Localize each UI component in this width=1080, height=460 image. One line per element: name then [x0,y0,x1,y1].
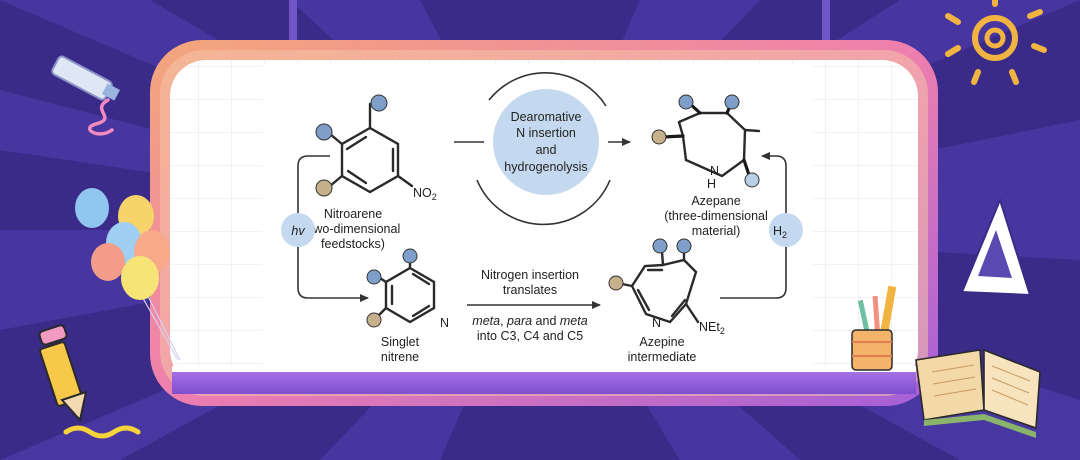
glue-tube-icon [51,55,120,136]
nitrene-substituent-top [402,248,418,264]
svg-text:Nitroarene: Nitroarene [324,207,382,221]
azepane-n-label: N [710,164,719,178]
nitroarene-substituent-left [315,123,333,141]
sun-doodle-icon [945,0,1047,85]
singlet-nitrene-caption: Singlet nitrene [381,335,420,364]
azepine-n-label: N [652,316,661,330]
nitrene-substituent-bottom [366,312,382,328]
azepane-h-label: H [707,177,716,191]
set-square-icon [960,197,1032,297]
nitro-group-label: NO2 [413,186,437,202]
nitrene-substituent-left [366,269,382,285]
nitrene-n-label: N [440,316,449,330]
svg-text:into C3, C4 and C5: into C3, C4 and C5 [477,329,583,343]
pencil-cup-icon [851,285,897,371]
azepine-caption: Azepine intermediate [628,335,697,364]
svg-text:Azepane: Azepane [691,194,740,208]
svg-text:intermediate: intermediate [628,350,697,364]
svg-text:feedstocks): feedstocks) [321,237,385,251]
svg-text:(three-dimensional: (three-dimensional [664,209,768,223]
svg-text:and: and [536,143,557,157]
nitroarene-caption: Nitroarene (two-dimensional feedstocks) [306,207,400,251]
singlet-nitrene-molecule: N [366,248,449,330]
svg-text:(two-dimensional: (two-dimensional [306,222,400,236]
svg-text:hydrogenolysis: hydrogenolysis [504,160,587,174]
svg-text:Azepine: Azepine [639,335,684,349]
light-badge [281,213,315,247]
svg-text:Singlet: Singlet [381,335,420,349]
azepine-amine-label: NEt2 [699,320,725,336]
svg-text:Nitrogen insertion: Nitrogen insertion [481,268,579,282]
svg-text:nitrene: nitrene [381,350,419,364]
nitroarene-molecule: NO2 [315,94,437,202]
azepine-substituent-top-left [652,238,668,254]
azepine-substituent-left [608,275,624,291]
azepane-molecule: N H [651,94,761,191]
nitroarene-substituent-top [370,94,388,112]
svg-text:Dearomative: Dearomative [511,110,582,124]
svg-text:N insertion: N insertion [516,126,576,140]
azepane-substituent-top-right [724,94,740,110]
azepane-substituent-top-left [678,94,694,110]
hydrogen-badge [769,213,803,247]
azepane-caption: Azepane (three-dimensional material) [664,194,768,238]
pencil-icon [38,324,141,439]
hanging-rods [289,0,830,62]
azepine-molecule: N NEt2 [608,238,725,336]
svg-text:H2: H2 [773,224,787,240]
dearomative-step: Dearomative N insertion and hydrogenolys… [454,72,631,226]
svg-text:material): material) [692,224,741,238]
balloons-icon [75,188,181,361]
insertion-step: Nitrogen insertion translates meta, para… [467,268,601,343]
light-pathway: hv [281,155,369,302]
svg-text:meta, para and meta: meta, para and meta [472,314,587,328]
nitroarene-substituent-bottom [315,179,333,197]
svg-text:translates: translates [503,283,557,297]
azepane-substituent-left [651,129,667,145]
open-book-icon [915,348,1041,438]
hydrogenation-pathway: H2 [720,152,803,299]
svg-text:hv: hv [291,224,305,238]
azepine-substituent-top-right [676,238,692,254]
azepane-substituent-bottom [744,172,760,188]
